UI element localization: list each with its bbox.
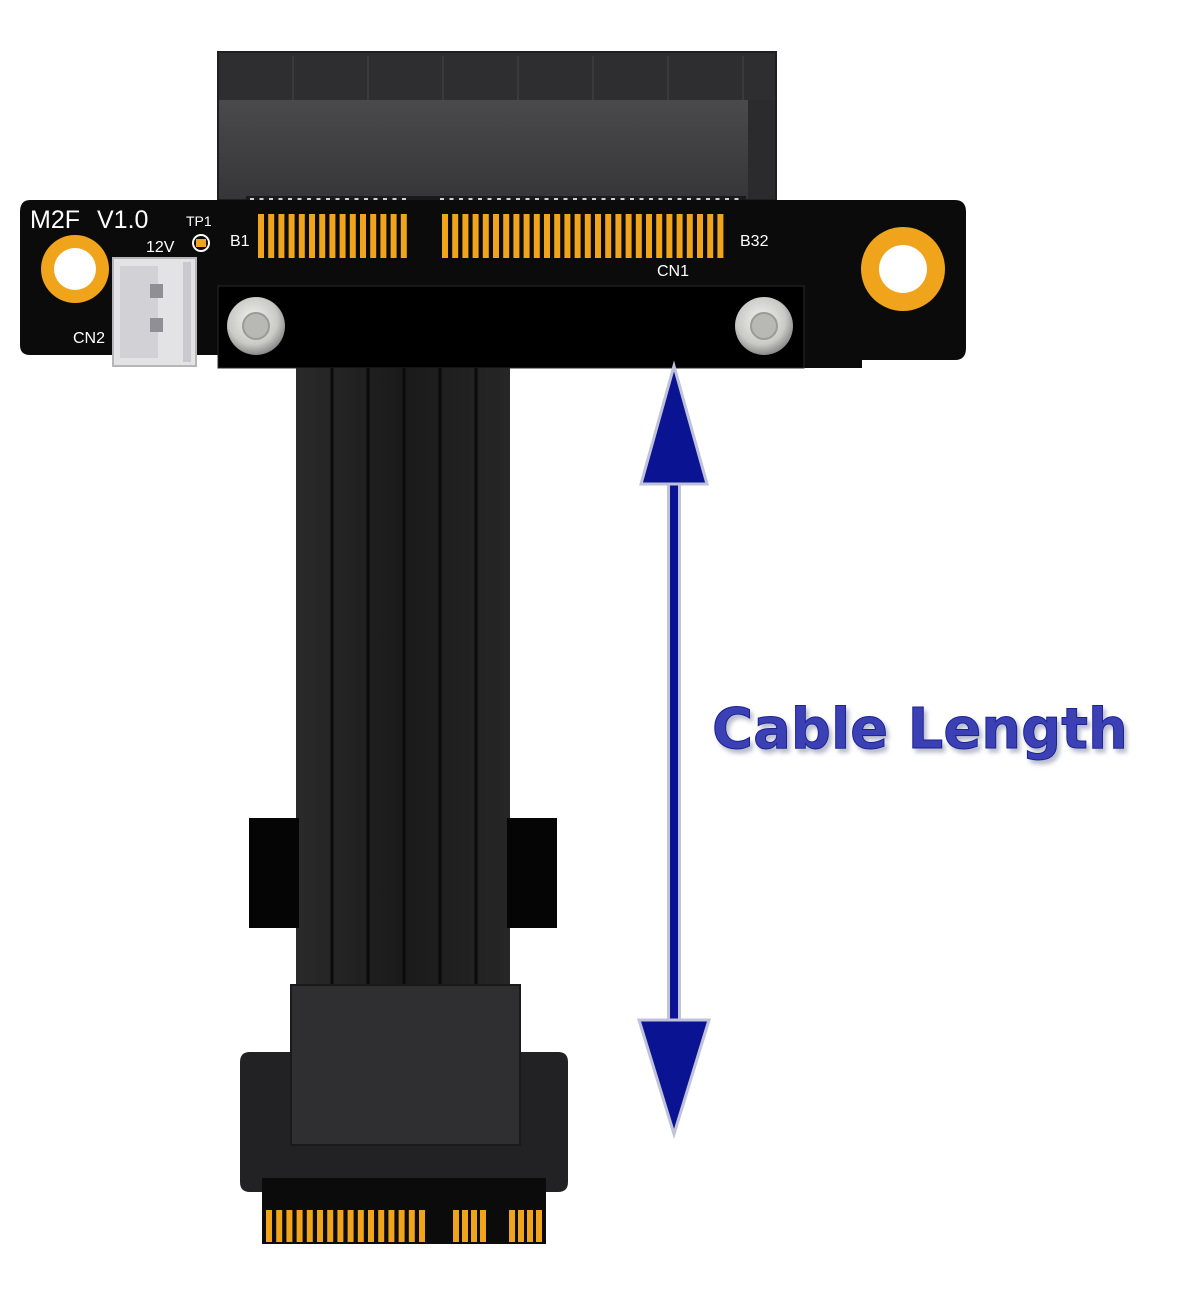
m2-connector	[240, 984, 568, 1244]
m2-pin	[462, 1210, 468, 1242]
slot-rib	[517, 56, 519, 100]
slot-rib	[292, 56, 294, 100]
slot-rib	[442, 56, 444, 100]
m2-pin	[419, 1210, 425, 1242]
voltage-label: 12V	[146, 239, 175, 256]
slot-pin	[452, 214, 459, 258]
m2-pin	[306, 1210, 313, 1242]
m2-pin	[453, 1210, 459, 1242]
slot-pin	[482, 214, 489, 258]
m2-pin	[518, 1210, 524, 1242]
m2-pin	[398, 1210, 405, 1242]
slot-rib	[667, 56, 669, 100]
slot-pin	[523, 214, 530, 258]
slot-pin	[493, 214, 499, 258]
slot-rib	[367, 56, 369, 100]
screw-icon	[227, 297, 285, 355]
m2-pin	[276, 1210, 283, 1242]
slot-pin	[676, 214, 683, 258]
pin-start-label: B1	[230, 233, 250, 250]
slot-pin	[707, 214, 714, 258]
slot-pin	[380, 214, 387, 258]
slot-pin	[503, 214, 510, 258]
m2-pin	[408, 1210, 415, 1242]
testpoint-pad	[192, 234, 210, 252]
m2-pin	[266, 1210, 272, 1242]
slot-pin	[533, 214, 540, 258]
m2-pin	[536, 1210, 542, 1242]
slot-pin	[442, 214, 448, 258]
slot-rib	[742, 56, 744, 100]
cable-length-label: Cable Length	[712, 697, 1128, 762]
slot-pin	[595, 214, 601, 258]
slot-pin	[400, 214, 407, 258]
power-connector	[112, 257, 197, 367]
slot-pin	[329, 214, 336, 258]
slot-pin	[390, 214, 397, 258]
m2-pin	[337, 1210, 344, 1242]
slot-pin	[686, 214, 693, 258]
slot-pin	[258, 214, 264, 258]
mounting-hole-icon	[41, 235, 109, 303]
m2-pin	[480, 1210, 486, 1242]
ribbon-cable	[296, 368, 510, 998]
m2-pin	[327, 1210, 334, 1242]
slot-pin	[717, 214, 724, 258]
slot-pin	[656, 214, 663, 258]
slot-pin	[584, 214, 591, 258]
pcie-slot	[217, 51, 777, 208]
m2-pin	[317, 1210, 323, 1242]
slot-pin	[472, 214, 479, 258]
slot-pin	[349, 214, 356, 258]
slot-pin	[697, 214, 703, 258]
m2-pin	[296, 1210, 303, 1242]
pin-end-label: B32	[740, 233, 769, 250]
slot-pin	[513, 214, 520, 258]
slot-pin	[288, 214, 295, 258]
slot-pin	[605, 214, 612, 258]
slot-pin	[646, 214, 652, 258]
m2-pin	[509, 1210, 515, 1242]
slot-pin	[268, 214, 275, 258]
board-version-label: V1.0	[97, 206, 148, 234]
m2-pin	[527, 1210, 533, 1242]
slot-pin	[635, 214, 642, 258]
cable-clamp	[217, 285, 805, 369]
slot-pin	[544, 214, 550, 258]
cable-tab-right	[507, 818, 557, 928]
slot-pin	[625, 214, 632, 258]
slot-pin	[615, 214, 622, 258]
slot-rib	[592, 56, 594, 100]
screw-icon	[735, 297, 793, 355]
m2-pin	[471, 1210, 477, 1242]
slot-pin	[339, 214, 346, 258]
slot-pin	[309, 214, 315, 258]
m2-pin	[347, 1210, 354, 1242]
slot-pin	[554, 214, 561, 258]
board-model-label: M2F	[30, 206, 80, 234]
slot-label: CN1	[657, 263, 689, 280]
m2-pin	[357, 1210, 364, 1242]
slot-pin	[278, 214, 285, 258]
m2-pin	[388, 1210, 395, 1242]
slot-pin	[574, 214, 581, 258]
m2-pin	[368, 1210, 374, 1242]
m2-pin	[286, 1210, 293, 1242]
slot-pin	[666, 214, 673, 258]
slot-pin	[370, 214, 377, 258]
m2-pin	[378, 1210, 385, 1242]
testpoint-label: TP1	[186, 213, 212, 229]
cable-tab-left	[249, 818, 299, 928]
slot-pin	[298, 214, 305, 258]
slot-pin	[360, 214, 366, 258]
mounting-hole-icon	[861, 227, 945, 311]
slot-pin	[564, 214, 571, 258]
slot-pin	[319, 214, 326, 258]
double-arrow-icon	[636, 360, 712, 1140]
slot-pin	[462, 214, 469, 258]
power-connector-label: CN2	[73, 330, 105, 347]
